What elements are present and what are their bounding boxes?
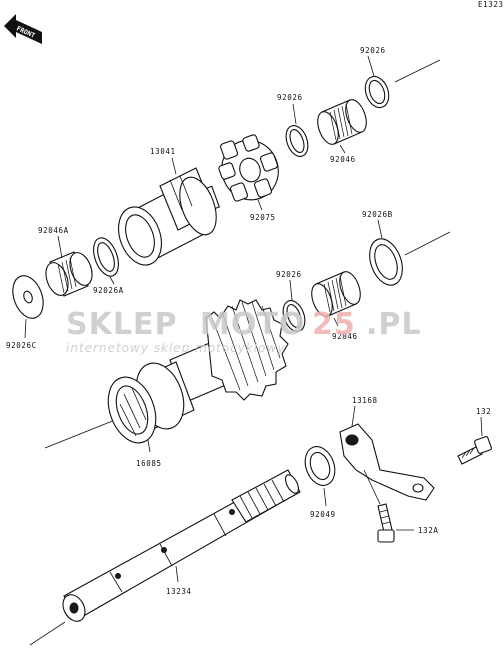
leader-92046A — [57, 235, 63, 259]
needle-bearing-92046A — [45, 251, 93, 297]
leader-92046-mid — [333, 317, 339, 327]
leader-132A-guide — [363, 469, 381, 505]
leader-132 — [480, 416, 483, 437]
label-92046-top: 92046 — [330, 155, 356, 164]
gear-teeth — [205, 299, 289, 401]
label-13168: 13168 — [352, 396, 378, 405]
leader-13168 — [351, 405, 356, 427]
watermark-brand-c: 25 — [312, 307, 356, 342]
leader-92026A — [109, 276, 115, 285]
leader-13041 — [171, 157, 177, 175]
gear-16085 — [107, 299, 289, 444]
leader-92026C — [24, 318, 27, 339]
watermark-brand-d: .PL — [366, 307, 422, 342]
label-92075: 92075 — [250, 213, 276, 222]
leader-13234 — [175, 565, 179, 583]
front-label: FRONT — [15, 25, 36, 40]
leader-92075 — [257, 199, 263, 211]
leader-92046-top — [339, 144, 346, 154]
front-arrow-icon: FRONT — [4, 14, 42, 44]
label-13041: 13041 — [150, 147, 176, 156]
axis-line-left — [44, 419, 116, 449]
bolt-132A — [377, 503, 395, 543]
washer-92026-top — [364, 75, 390, 109]
watermark: SKLEP MOTO 25 .PL internetowy sklep moto… — [66, 307, 422, 355]
watermark-brand-a: SKLEP — [66, 307, 177, 342]
watermark-brand-b: MOTO — [200, 307, 305, 342]
diagram-code: E1323 — [478, 0, 504, 9]
label-92046-mid: 92046 — [332, 332, 358, 341]
leader-92026B — [377, 219, 383, 239]
needle-bearing-92046-top — [317, 99, 367, 145]
leader-92026-low — [289, 279, 293, 301]
label-92026B: 92026B — [362, 210, 393, 219]
leader-16085 — [147, 439, 151, 453]
damper-92075 — [218, 134, 279, 202]
axis-line-top — [394, 59, 441, 83]
washer-92026C — [12, 275, 44, 319]
shaft-13234 — [62, 469, 301, 622]
washer-92026-mid — [285, 125, 309, 157]
label-92026-mid: 92026 — [277, 93, 303, 102]
label-92026-top: 92026 — [360, 46, 386, 55]
label-92026A: 92026A — [93, 286, 124, 295]
label-16085: 16085 — [136, 459, 162, 468]
axis-line-bottom — [29, 621, 66, 646]
hub-13041 — [118, 167, 221, 266]
leader-92026-mid — [292, 103, 297, 125]
needle-bearing-92046-mid — [311, 271, 361, 317]
label-132A: 132A — [418, 526, 438, 535]
label-13234: 13234 — [166, 587, 192, 596]
label-132: 132 — [476, 407, 491, 416]
label-92026C: 92026C — [6, 341, 37, 350]
oil-seal-92049 — [304, 446, 336, 486]
axis-line-upper — [404, 231, 451, 256]
label-92046A: 92046A — [38, 226, 69, 235]
lever-13168 — [339, 423, 435, 501]
label-92049: 92049 — [310, 510, 336, 519]
label-92026-low: 92026 — [276, 270, 302, 279]
bolt-132 — [457, 436, 492, 465]
watermark-tagline: internetowy sklep motocyklowy — [66, 341, 285, 355]
leader-92026-top — [367, 55, 375, 77]
leader-92049 — [323, 487, 327, 507]
washer-92026-low — [282, 300, 306, 332]
washer-92026B — [369, 238, 403, 286]
washer-92026A — [93, 237, 119, 277]
